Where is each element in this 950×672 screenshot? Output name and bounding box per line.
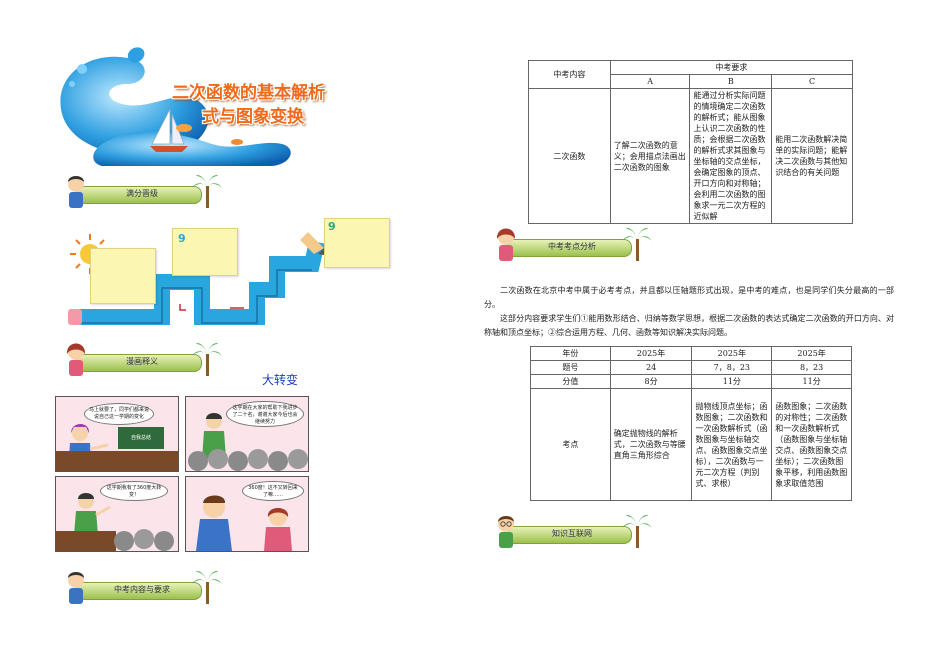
cell-year: 2025年: [609, 346, 693, 361]
girl-avatar-icon: [496, 228, 516, 261]
desk: [56, 451, 178, 471]
cell-point: 确定抛物线的解析式，二次函数与等腰直角三角形综合: [609, 388, 693, 501]
palm-tree-icon: [192, 571, 222, 604]
cell-level-a: 了解二次函数的意义；会用描点法画出二次函数的图象: [609, 88, 691, 224]
sticky-note-3: [324, 218, 390, 268]
svg-text:9: 9: [328, 220, 336, 232]
page-title-line1: 二次函数的基本解析: [172, 83, 325, 103]
cell-level-b: 能通过分析实际问题的情境确定二次函数的解析式；能从图象上认识二次函数的性质；会根…: [689, 88, 773, 224]
header-requirement: 中考要求: [609, 60, 854, 75]
row-label-quadratic: 二次函数: [528, 88, 611, 224]
cell-year: 2025年: [691, 346, 773, 361]
girl-avatar-icon: [66, 343, 86, 376]
student-speaking-figure: [74, 493, 111, 535]
boy-glasses-avatar-icon: [498, 516, 514, 548]
section-label-comic: 漫画释义: [126, 357, 158, 366]
header-level-b: B: [689, 74, 773, 89]
number-nine-icon: 9: [328, 220, 336, 232]
row-label-year: 年份: [530, 346, 611, 361]
section-banner-comic: 漫画释义: [62, 340, 222, 380]
analysis-text: 二次函数在北京中考中属于必考考点，并且都以压轴题形式出现，是中考的难点，也是同学…: [484, 284, 894, 340]
classmates-crowd: [188, 449, 308, 471]
water-splash-illustration: [60, 47, 291, 166]
student-avatar-icon: [68, 572, 84, 604]
section-label-requirements: 中考内容与要求: [114, 585, 170, 594]
cell-score: 8分: [609, 374, 693, 389]
cell-level-c: 能用二次函数解决简单的实际问题；能解决二次函数与其他知识结合的有关问题: [771, 88, 853, 224]
section-label-knowledge-net: 知识互联网: [552, 529, 592, 538]
section-banner-full-marks: 满分晋级: [62, 172, 222, 212]
comic-panel-4: 360度！这不又转回来了嘛……: [185, 476, 309, 552]
podium: [56, 531, 116, 551]
table-row: 二次函数 了解二次函数的意义；会用描点法画出二次函数的图象 能通过分析实际问题的…: [528, 88, 853, 224]
cell-score: 11分: [771, 374, 852, 389]
section-banner-knowledge-net: 知识互联网: [492, 512, 652, 552]
section-label-full-marks: 满分晋级: [126, 189, 158, 198]
title-splash: 二次函数的基本解析 式与图象变换: [52, 44, 342, 168]
cell-year: 2025年: [771, 346, 852, 361]
pencil-path-illustration: 9 9: [62, 212, 394, 338]
table-row: 题号 24 7，8，23 8，23: [530, 360, 852, 375]
section-banner-exam-analysis: 中考考点分析: [492, 225, 652, 265]
header-content: 中考内容: [528, 60, 611, 89]
palm-tree-icon: [622, 228, 652, 261]
speech-bubble-3: 这学期我有了360度大转变！: [100, 481, 168, 501]
speech-bubble-1: 马上就要了，同学们都来说说自己这一学期的变化: [84, 403, 154, 425]
header-level-c: C: [771, 74, 853, 89]
header-level-a: A: [609, 74, 691, 89]
palm-tree-icon: [192, 175, 222, 208]
comic-panel-3: 这学期我有了360度大转变！: [55, 476, 179, 552]
student-avatar-icon: [68, 176, 84, 208]
svg-text:9: 9: [178, 232, 186, 244]
requirements-table: 中考内容 中考要求 A B C 二次函数 了解二次函数的意义；会用描点法画出二次…: [528, 60, 854, 224]
cell-question: 7，8，23: [691, 360, 773, 375]
number-nine-icon: 9: [178, 232, 186, 244]
palm-tree-icon: [192, 343, 222, 376]
cell-score: 11分: [691, 374, 773, 389]
cell-point: 函数图象；二次函数的对称性；二次函数和一次函数解析式（函数图象与坐标轴交点、函数…: [771, 388, 852, 501]
cell-question: 8，23: [771, 360, 852, 375]
chalkboard: 自我总结: [118, 427, 164, 449]
analysis-paragraph-1: 二次函数在北京中考中属于必考考点，并且都以压轴题形式出现，是中考的难点，也是同学…: [484, 286, 894, 309]
girl-laughing-figure: [264, 508, 292, 551]
table-row: 考点 确定抛物线的解析式，二次函数与等腰直角三角形综合 抛物线顶点坐标；函数图象…: [530, 388, 852, 501]
speech-bubble-2: 这学期在大家的帮助下我进步了二十名，谢谢大家今后也会继续努力: [226, 401, 304, 427]
comic-title: 大转变: [262, 373, 299, 387]
section-label-exam-analysis: 中考考点分析: [548, 242, 596, 251]
sticky-note-1: [90, 248, 156, 304]
table-row: 分值 8分 11分 11分: [530, 374, 852, 389]
comic-panel-2: 这学期在大家的帮助下我进步了二十名，谢谢大家今后也会继续努力: [185, 396, 309, 472]
row-label-point: 考点: [530, 388, 611, 501]
classmates-crowd: [114, 529, 174, 551]
sticky-note-2: [172, 228, 238, 276]
row-label-question: 题号: [530, 360, 611, 375]
analysis-paragraph-2: 这部分内容要求学生们①能用数形结合、归纳等数学思想，根据二次函数的表达式确定二次…: [484, 314, 894, 337]
speech-bubble-4: 360度！这不又转回来了嘛……: [242, 481, 304, 501]
page-title-line2: 式与图象变换: [202, 107, 304, 127]
comic-panel-1: 马上就要了，同学们都来说说自己这一学期的变化 自我总结: [55, 396, 179, 472]
cell-point: 抛物线顶点坐标；函数图象；二次函数和一次函数解析式（函数图象与坐标轴交点、函数图…: [691, 388, 773, 501]
table-row: 年份 2025年 2025年 2025年: [530, 346, 852, 361]
row-label-score: 分值: [530, 374, 611, 389]
cell-question: 24: [609, 360, 693, 375]
table-row: 中考内容 中考要求: [528, 60, 854, 89]
surprised-boy-figure: [196, 495, 232, 551]
palm-tree-icon: [622, 515, 652, 548]
exam-stats-table: 年份 2025年 2025年 2025年 题号 24 7，8，23 8，23 分…: [530, 346, 852, 501]
section-banner-requirements: 中考内容与要求: [62, 568, 222, 608]
